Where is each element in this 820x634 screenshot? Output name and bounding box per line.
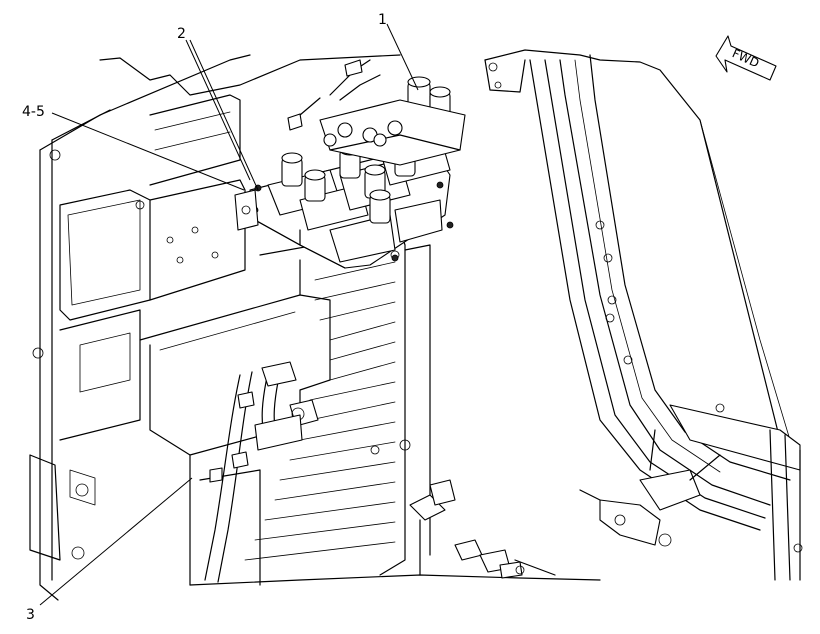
solenoid-2 bbox=[304, 169, 326, 202]
callout-1-label: 1 bbox=[378, 12, 387, 28]
hydraulic-hoses bbox=[204, 361, 319, 583]
floor-components bbox=[189, 479, 601, 586]
callout-4-5: 4-5 bbox=[22, 104, 245, 191]
callout-3: 3 bbox=[26, 477, 193, 623]
callout-2: 2 bbox=[177, 26, 259, 191]
callout-3-label: 3 bbox=[26, 607, 35, 623]
callout-2-label: 2 bbox=[177, 26, 186, 42]
callout-4-5-label: 4-5 bbox=[22, 104, 45, 120]
cab-frame-left bbox=[29, 54, 401, 601]
valve-assembly bbox=[234, 59, 466, 269]
callout-1: 1 bbox=[378, 12, 419, 91]
center-panel bbox=[139, 229, 431, 586]
fwd-direction-arrow: FWD bbox=[715, 35, 777, 81]
cab-frame-right bbox=[484, 49, 803, 581]
solenoid-8 bbox=[369, 189, 391, 224]
solenoid-1 bbox=[281, 152, 303, 187]
